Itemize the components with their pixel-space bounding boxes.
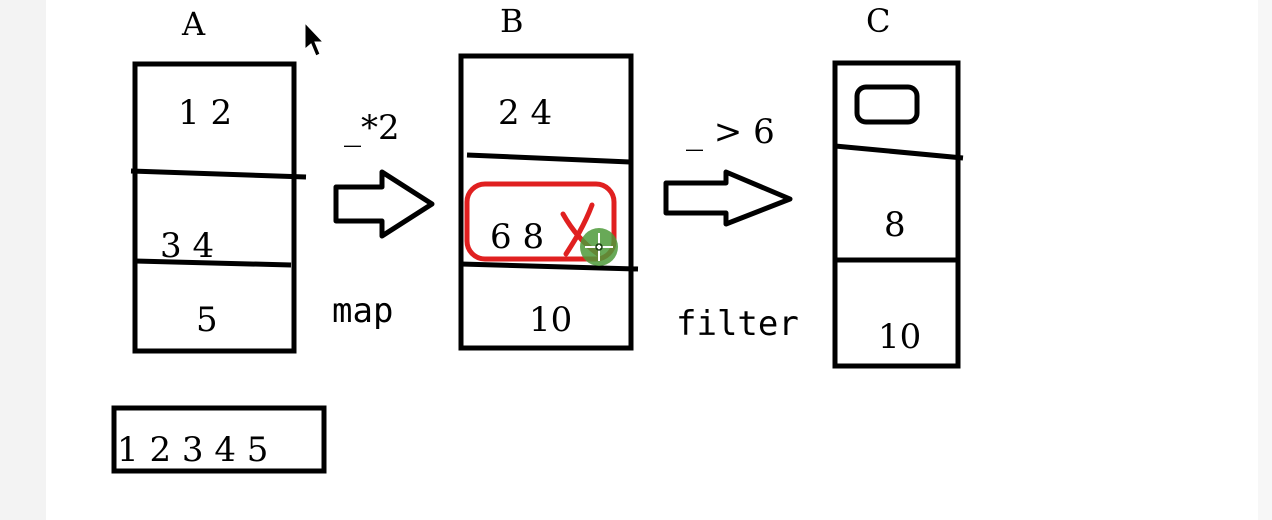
empty-partition-marker	[854, 84, 920, 125]
whiteboard	[46, 0, 1258, 520]
arrow-right-icon	[333, 169, 435, 239]
filter-expression: _ > 6	[686, 112, 775, 152]
rdd-a-partition-2: 3 4	[160, 226, 214, 266]
rdd-c-partition-2: 10	[878, 317, 921, 357]
rdd-a-partition-1: 1 2	[178, 93, 232, 133]
cursor-icon	[304, 21, 325, 57]
rdd-a-divider-1	[130, 168, 307, 180]
rdd-a-divider-2	[134, 258, 292, 268]
rdd-b-divider-2	[460, 261, 639, 272]
label-b: B	[500, 2, 524, 40]
label-a: A	[181, 5, 206, 43]
crosshair-cursor-icon	[580, 228, 618, 266]
filter-operation: _ > 6 filter	[663, 112, 799, 344]
rdd-c-frame	[832, 60, 961, 369]
rdd-c-divider-1	[834, 143, 964, 161]
filtered-highlight-outline	[464, 181, 617, 262]
rdd-c: 8 10	[832, 60, 964, 369]
arrow-right-icon	[663, 169, 793, 227]
map-expression: _*2	[344, 108, 400, 148]
rdd-a-partition-3: 5	[196, 300, 218, 340]
rdd-b-partition-3: 10	[529, 300, 572, 340]
filter-label: filter	[676, 304, 799, 344]
source-collection: 1 2 3 4 5	[111, 405, 327, 474]
rdd-c-partition-1: 8	[884, 205, 906, 245]
rdd-b-partition-1: 2 4	[498, 93, 552, 133]
rdd-b-divider-1	[466, 152, 631, 165]
right-edge	[1258, 0, 1272, 520]
map-operation: _*2 map	[332, 108, 435, 331]
source-values: 1 2 3 4 5	[117, 430, 268, 470]
rdd-a-frame	[132, 61, 297, 354]
source-frame	[111, 405, 327, 474]
map-label: map	[332, 291, 393, 331]
rdd-a: 1 2 3 4 5	[130, 61, 307, 354]
rdd-b-partition-2: 6 8	[490, 217, 544, 257]
rdd-b: 2 4 6 8 10	[458, 53, 639, 351]
rdd-b-frame	[458, 53, 634, 351]
label-c: C	[866, 2, 890, 40]
